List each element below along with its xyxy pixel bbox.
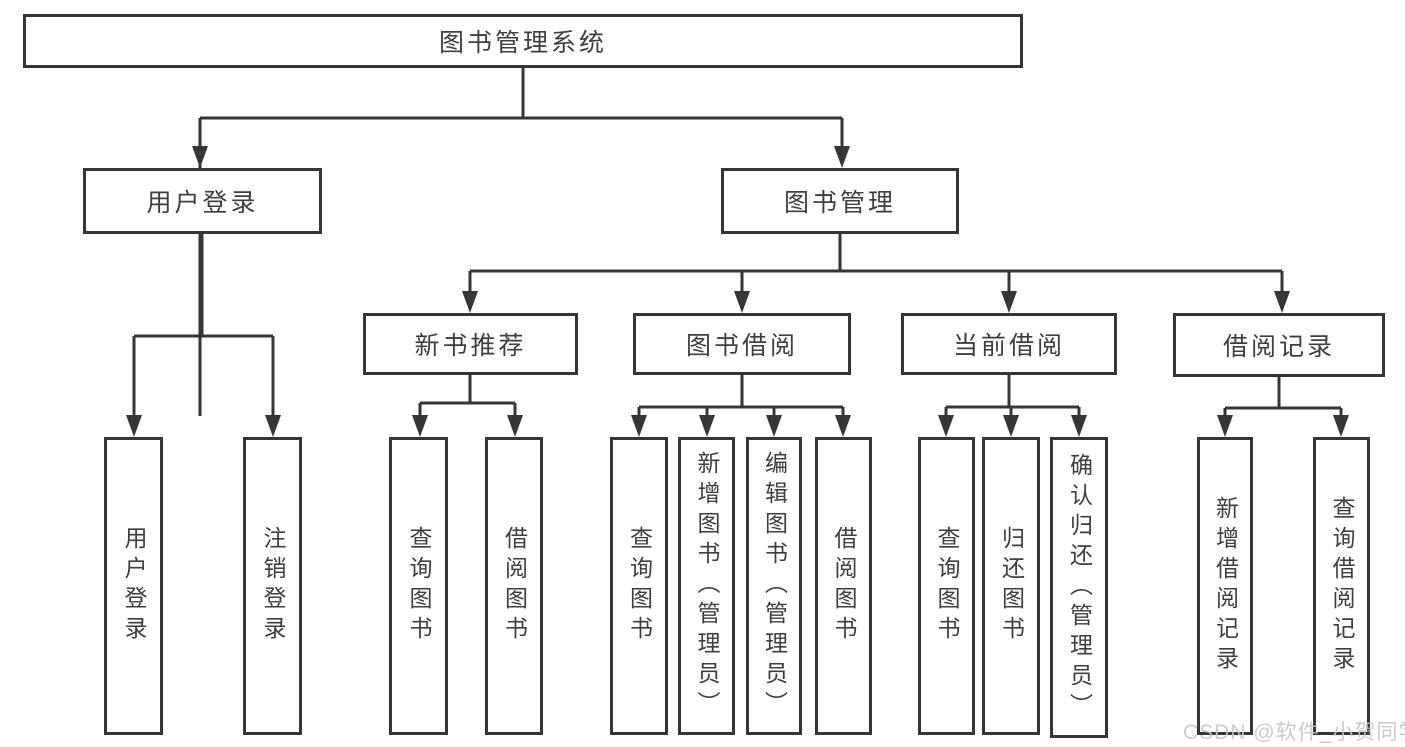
connector-bookmgmt-to-level2: [462, 234, 1290, 313]
node-book-borrow: 图书借阅: [633, 313, 851, 375]
leaf-borrow-books: 借阅图书: [815, 437, 872, 735]
connector-currentborrow-children: [938, 375, 1087, 437]
node-label: 注销登录: [260, 526, 286, 646]
csdn-watermark: CSDN @软件_小贺同学: [1183, 721, 1405, 744]
node-root-system: 图书管理系统: [23, 14, 1023, 68]
node-label: 归还图书: [998, 526, 1025, 646]
leaf-logout: 注销登录: [243, 437, 302, 735]
connector-userlogin-children: [126, 234, 281, 437]
leaf-return-books: 归还图书: [982, 437, 1040, 735]
node-label: 查询图书: [406, 526, 432, 646]
leaf-add-borrow-record: 新增借阅记录: [1197, 437, 1253, 735]
node-current-borrow: 当前借阅: [901, 313, 1117, 375]
connector-newbook-children: [412, 375, 523, 437]
node-label: 借阅图书: [831, 526, 857, 646]
node-label: 新书推荐: [414, 332, 527, 360]
node-user-login: 用户登录: [83, 168, 322, 234]
leaf-query-books-current: 查询图书: [918, 437, 975, 735]
node-label: 查询借阅记录: [1329, 496, 1355, 676]
node-label: 新增图书（管理员）: [694, 451, 720, 721]
leaf-user-login: 用户登录: [104, 437, 163, 735]
node-label: 图书借阅: [685, 332, 798, 360]
leaf-query-borrow-record: 查询借阅记录: [1313, 437, 1370, 735]
leaf-confirm-return-admin: 确认归还（管理员）: [1050, 437, 1108, 738]
connector-root-to-level1: [192, 68, 850, 416]
leaf-query-books-recommend: 查询图书: [389, 437, 448, 735]
node-label: 确认归还（管理员）: [1066, 452, 1093, 723]
node-label: 查询图书: [626, 526, 653, 646]
node-label: 查询图书: [934, 526, 960, 646]
node-book-management: 图书管理: [721, 168, 959, 234]
node-label: 编辑图书（管理员）: [761, 451, 788, 721]
node-label: 借阅图书: [501, 526, 528, 646]
node-label: 当前借阅: [952, 332, 1065, 360]
node-borrow-records: 借阅记录: [1173, 313, 1385, 377]
leaf-add-books-admin: 新增图书（管理员）: [678, 437, 735, 735]
connector-bookborrow-children: [631, 375, 851, 437]
node-label: 用户登录: [146, 189, 259, 217]
node-label: 用户登录: [121, 526, 147, 646]
node-label: 新增借阅记录: [1212, 496, 1239, 676]
leaf-edit-books-admin: 编辑图书（管理员）: [746, 437, 802, 735]
connector-borrowrecord-children: [1217, 377, 1349, 437]
node-label: 图书管理: [783, 189, 896, 217]
node-label: 图书管理系统: [438, 29, 607, 57]
node-label: 借阅记录: [1222, 333, 1335, 361]
node-new-book-recommend: 新书推荐: [363, 313, 578, 375]
leaf-borrow-books-recommend: 借阅图书: [485, 437, 543, 735]
leaf-query-books-borrow: 查询图书: [610, 437, 668, 735]
